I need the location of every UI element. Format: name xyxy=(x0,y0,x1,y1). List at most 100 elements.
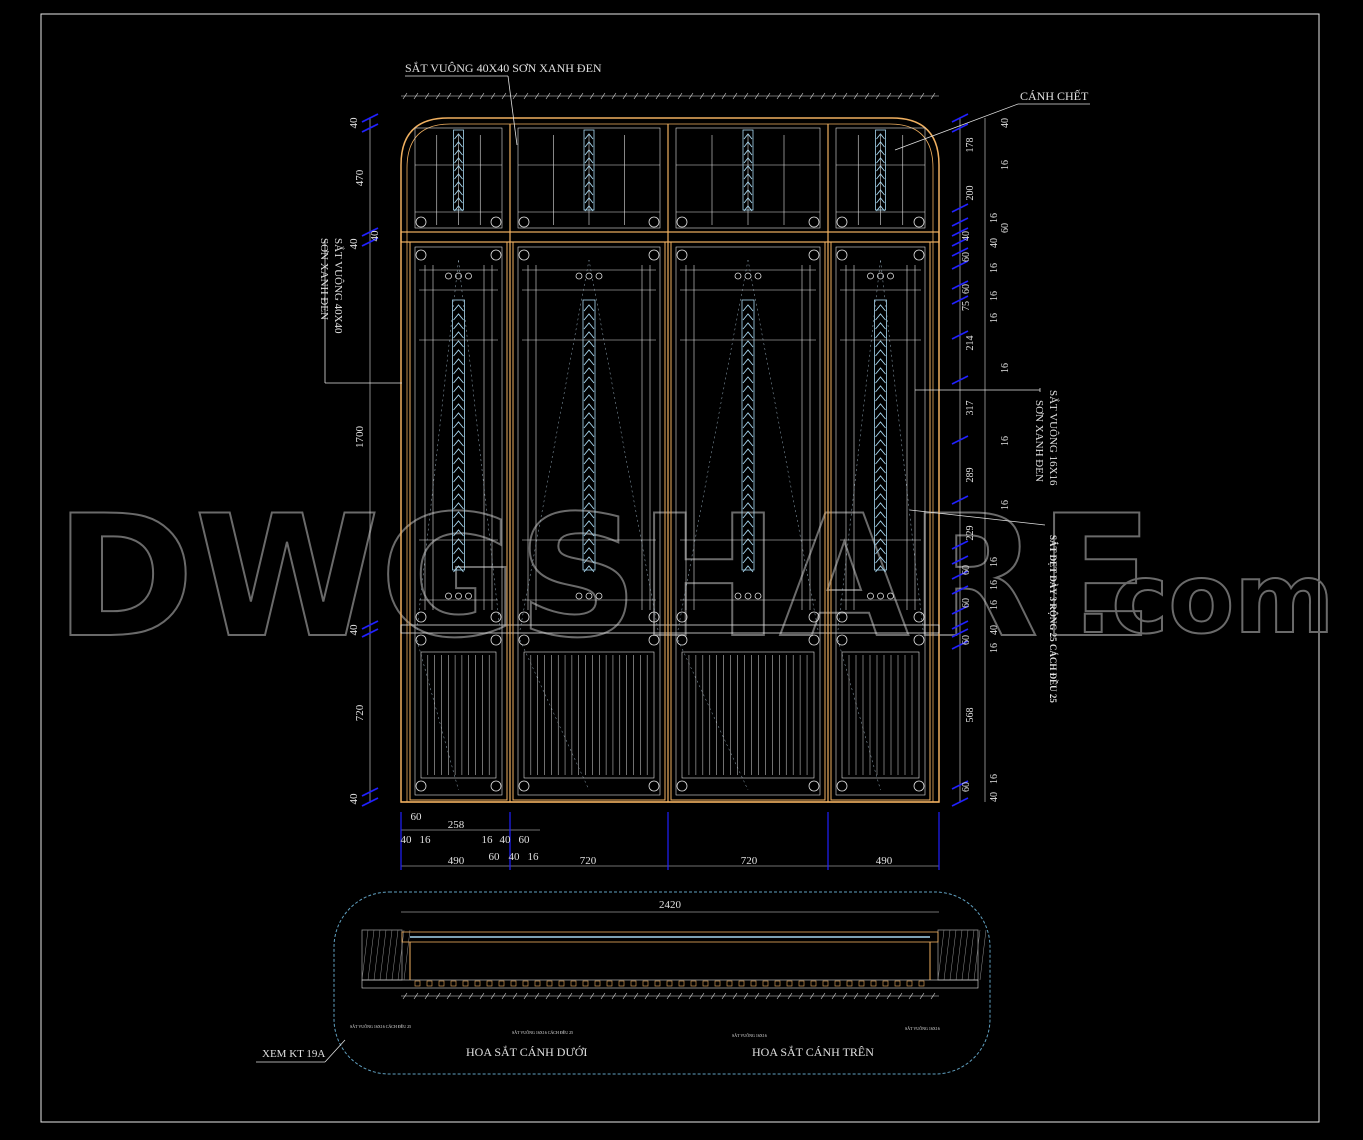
dim-bottom-main-7: 490 xyxy=(876,855,893,867)
leaf-ornament-vein xyxy=(583,430,595,438)
rosette xyxy=(913,216,925,228)
top-dim-tick xyxy=(567,92,573,100)
top-dim-tick xyxy=(820,92,826,100)
top-note-label: SẮT VUÔNG 40X40 SƠN XANH ĐEN xyxy=(405,60,602,75)
leaf-ornament-vein xyxy=(583,439,595,447)
top-dim-tick xyxy=(622,92,628,100)
section-bar xyxy=(726,980,733,987)
right-note-line-1: SẮT VUÔNG 16X16 xyxy=(1047,390,1060,486)
ornament-circle xyxy=(455,272,462,280)
leaf-ornament-vein xyxy=(583,349,595,357)
leaf-ornament-vein xyxy=(875,457,886,465)
section-dim-tick xyxy=(479,992,485,1000)
leaf-ornament-vein xyxy=(453,547,464,555)
wall-hatch xyxy=(397,929,405,981)
watermark-suffix: .com xyxy=(1075,543,1334,655)
top-dim-tick xyxy=(853,92,859,100)
section-dim-tick xyxy=(666,992,672,1000)
sheet-border xyxy=(40,13,1320,1123)
top-dim-tick xyxy=(919,92,925,100)
transom-panel xyxy=(414,127,503,229)
top-dim-tick xyxy=(589,92,595,100)
leaf-ornament-stem xyxy=(582,299,596,571)
rosette xyxy=(836,780,848,792)
section-bar xyxy=(426,980,433,987)
dim-tick xyxy=(361,237,379,247)
leaf-ornament-vein xyxy=(875,430,886,438)
right-note-2: SẮT DẸT DÀY 3 RỘNG 25 CÁCH ĐỀU 25 xyxy=(1048,535,1058,703)
leaf-ornament-vein xyxy=(583,520,595,528)
leaf-ornament-vein xyxy=(453,502,464,510)
section-dim-tick xyxy=(688,992,694,1000)
leaf-ornament-vein xyxy=(875,412,886,420)
right-note-2-text: SẮT DẸT DÀY 3 RỘNG 25 CÁCH ĐỀU 25 xyxy=(1048,535,1058,703)
ornament-circle xyxy=(744,592,752,600)
dim-right-b-13: 16 xyxy=(989,600,1000,610)
leaf-inner-frame xyxy=(835,246,926,796)
dim-tick xyxy=(951,585,969,595)
leaf-ornament-vein xyxy=(875,358,886,366)
section-bar xyxy=(690,980,697,987)
dim-right-a-5: 60 xyxy=(961,284,972,294)
ornament-circle xyxy=(575,592,583,600)
dim-left-5: 40 xyxy=(348,624,360,636)
leaf-ornament-vein xyxy=(875,322,886,330)
leaf-ornament-vein xyxy=(453,349,464,357)
ornament-circle xyxy=(734,592,742,600)
dim-right-a-6: 75 xyxy=(961,301,972,311)
wall-hatch xyxy=(937,929,945,981)
lower-panel xyxy=(841,651,920,779)
leaf-inner-frame xyxy=(675,246,821,796)
section-bar xyxy=(870,980,877,987)
leaf-ornament-vein xyxy=(583,322,595,330)
transom-ornament-vein xyxy=(743,165,753,172)
leaf-ornament-vein xyxy=(453,439,464,447)
annotations: SẮT VUÔNG 40X40 SƠN XANH ĐEN CÁNH CHẾT S… xyxy=(256,60,1090,1063)
ornament-circle xyxy=(445,272,452,280)
dim-right-b-10: 16 xyxy=(1000,500,1011,510)
dim-bottom-main-6: 720 xyxy=(741,855,758,867)
leaf-ornament-vein xyxy=(742,403,754,411)
transom-ornament-vein xyxy=(454,157,463,164)
dim-right-b-11: 16 xyxy=(989,557,1000,567)
top-dim-tick xyxy=(534,92,540,100)
section-bar xyxy=(486,980,493,987)
transom-panel xyxy=(675,127,821,229)
leaf-ornament-vein xyxy=(875,520,886,528)
leaf-ornament-vein xyxy=(875,376,886,384)
dim-bottom-main-2: 60 xyxy=(489,851,501,863)
rosette xyxy=(648,611,660,623)
transom-ornament-vein xyxy=(743,189,753,196)
leaf-ornament-vein xyxy=(453,340,464,348)
dim-tick xyxy=(951,375,969,385)
section-bar xyxy=(462,980,469,987)
leaf-ornament-vein xyxy=(875,313,886,321)
section-dim-tick xyxy=(820,992,826,1000)
section-tag-2: SẮT VUÔNG 16X16 CÁCH ĐỀU 25 xyxy=(512,1029,573,1035)
dim-left-3: 40 xyxy=(348,238,360,250)
dim-tick xyxy=(951,570,969,580)
wall-hatch xyxy=(955,929,963,981)
leaf-ornament-vein xyxy=(875,484,886,492)
wall-hatch xyxy=(943,929,951,981)
leaf-ornament-vein xyxy=(453,493,464,501)
dim-bottom-mid-4: 40 xyxy=(500,834,512,846)
dim-right-a-4: 60 xyxy=(961,252,972,262)
rosette xyxy=(518,780,530,792)
section-bar xyxy=(558,980,565,987)
section-bar xyxy=(438,980,445,987)
transom-ornament-vein xyxy=(584,189,594,196)
rosette xyxy=(415,216,427,228)
leaf-ornament-vein xyxy=(742,439,754,447)
top-dim-tick xyxy=(435,92,441,100)
leaf-ornament-vein xyxy=(583,385,595,393)
leaf-ornament-vein xyxy=(453,511,464,519)
leaf-ornament-vein xyxy=(583,394,595,402)
plan-section xyxy=(333,891,991,1075)
right-note-2-leader xyxy=(909,509,1046,526)
transom-ornament-vein xyxy=(876,173,885,180)
section-bar xyxy=(474,980,481,987)
section-bar xyxy=(786,980,793,987)
leaf-ornament-vein xyxy=(742,394,754,402)
